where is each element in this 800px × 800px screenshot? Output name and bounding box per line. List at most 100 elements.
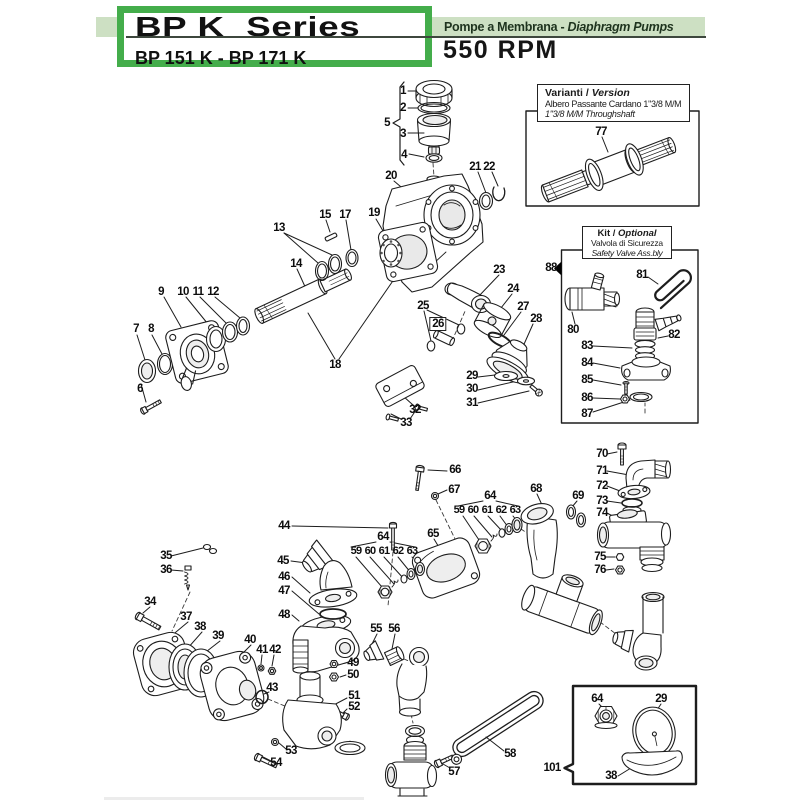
callout-59: 59	[453, 504, 465, 516]
callout-25: 25	[417, 300, 429, 312]
kit-line-english: Safety Valve Ass.bly	[591, 247, 663, 258]
callout-40: 40	[244, 634, 256, 646]
callout-62: 62	[392, 545, 404, 557]
callout-80: 80	[567, 324, 579, 336]
callout-33: 33	[400, 417, 412, 429]
callout-62: 62	[495, 504, 507, 516]
kit-box-header: Kit / Optional Valvola di Sicurezza Safe…	[582, 226, 672, 259]
callout-65: 65	[427, 528, 439, 540]
callout-26: 26	[429, 317, 447, 331]
variant-title-emphasis: Version	[591, 87, 630, 99]
callout-73: 73	[596, 495, 608, 507]
callout-67: 67	[448, 484, 460, 496]
product-line-italian: Pompe a Membrana -	[444, 20, 568, 34]
callout-28: 28	[530, 313, 542, 325]
callout-72: 72	[596, 480, 608, 492]
callout-19: 19	[368, 207, 380, 219]
variant-title-prefix: Varianti /	[545, 87, 592, 99]
callout-77: 77	[595, 126, 607, 138]
callout-18: 18	[329, 359, 341, 371]
callout-38: 38	[605, 770, 617, 782]
callout-86: 86	[581, 392, 593, 404]
variant-title: Varianti / Version	[545, 87, 689, 99]
callout-64: 64	[484, 490, 496, 502]
oil-reservoir-parts	[415, 79, 453, 163]
callout-35: 35	[160, 550, 172, 562]
kit-line-italian: Valvola di Sicurezza	[591, 238, 663, 249]
callout-55: 55	[370, 623, 382, 635]
callout-24: 24	[507, 283, 519, 295]
callout-5: 5	[384, 117, 390, 129]
callout-32: 32	[409, 404, 421, 416]
variant-box-header: Varianti / Version Albero Passante Carda…	[537, 84, 690, 122]
callout-58: 58	[504, 748, 516, 760]
callout-64: 64	[591, 693, 603, 705]
callout-68: 68	[530, 483, 542, 495]
callout-20: 20	[385, 170, 397, 182]
callout-43: 43	[266, 682, 278, 694]
callout-22: 22	[483, 161, 495, 173]
header-rule	[126, 36, 706, 38]
series-subtitle: BP 151 K - BP 171 K	[135, 48, 307, 68]
callout-4: 4	[401, 149, 407, 161]
callout-36: 36	[160, 564, 172, 576]
callout-101: 101	[543, 762, 561, 774]
conrod-piston-assembly	[375, 282, 543, 422]
variant-line-english: 1"3/8 M/M Throughshaft	[545, 109, 635, 119]
callout-88: 88	[545, 262, 557, 274]
hose-fitting-chain	[363, 640, 455, 797]
callout-7: 7	[133, 323, 139, 335]
callout-75: 75	[594, 551, 606, 563]
callout-3: 3	[400, 128, 406, 140]
suction-manifold-assembly	[253, 521, 398, 769]
callout-48: 48	[278, 609, 290, 621]
shaft-assembly	[137, 232, 359, 415]
head-assembly	[132, 543, 277, 722]
delivery-column	[596, 442, 672, 671]
callout-59: 59	[350, 545, 362, 557]
callout-44: 44	[278, 520, 290, 532]
callout-56: 56	[388, 623, 400, 635]
footer-ghost	[104, 797, 364, 800]
kit-box-arrow-88	[554, 261, 562, 276]
kit-title-emphasis: Optional	[618, 228, 657, 239]
callout-45: 45	[277, 555, 289, 567]
callout-31: 31	[466, 397, 478, 409]
callout-83: 83	[581, 340, 593, 352]
callout-87: 87	[581, 408, 593, 420]
callout-74: 74	[596, 507, 608, 519]
kit-title-prefix: Kit /	[597, 228, 619, 239]
center-tee-fitting	[521, 574, 603, 636]
callout-1: 1	[400, 85, 406, 97]
callout-71: 71	[596, 465, 608, 477]
kit-safety-valve-parts	[564, 269, 692, 404]
group-bracket-5	[392, 81, 405, 166]
callout-51: 51	[348, 690, 360, 702]
callout-53: 53	[285, 745, 297, 757]
callout-70: 70	[596, 448, 608, 460]
callout-17: 17	[339, 209, 351, 221]
callout-66: 66	[449, 464, 461, 476]
callout-2: 2	[400, 102, 406, 114]
callout-52: 52	[348, 701, 360, 713]
rpm-label: 550 RPM	[443, 36, 558, 64]
callout-10: 10	[177, 286, 189, 298]
callout-57: 57	[448, 766, 460, 778]
detail-box-parts	[594, 705, 683, 776]
callout-21: 21	[469, 161, 481, 173]
callout-39: 39	[212, 630, 224, 642]
valve-cartridge-and-elbow	[474, 503, 587, 579]
callout-69: 69	[572, 490, 584, 502]
throughshaft-77	[540, 136, 677, 203]
callout-29: 29	[466, 370, 478, 382]
callout-6: 6	[137, 383, 143, 395]
valve-cover-and-cartridge	[377, 537, 481, 599]
callout-37: 37	[180, 611, 192, 623]
callout-50: 50	[347, 669, 359, 681]
callout-13: 13	[273, 222, 285, 234]
callout-63: 63	[406, 545, 418, 557]
callout-47: 47	[278, 585, 290, 597]
cover-bolt-66	[415, 464, 425, 492]
